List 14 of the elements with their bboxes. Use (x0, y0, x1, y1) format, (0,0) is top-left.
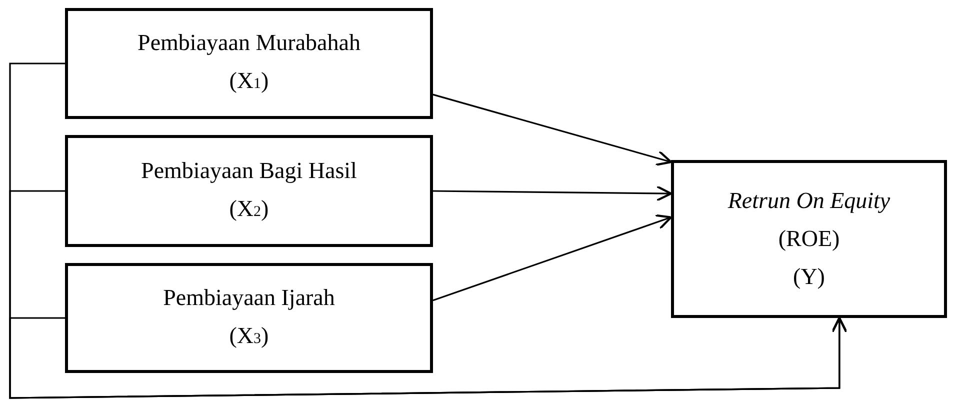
variable-box (671, 160, 947, 318)
variable-label: Retrun On Equity (728, 187, 890, 215)
variable-box (65, 135, 433, 247)
arrow (432, 94, 672, 166)
variable-label: Pembiayaan Ijarah (163, 284, 335, 312)
variable-box (65, 263, 433, 373)
variable-label: Pembiayaan Bagi Hasil (141, 156, 357, 185)
variable-box (65, 8, 433, 119)
variable-label: (Y) (793, 263, 825, 291)
arrow (433, 185, 672, 202)
variable-label: (ROE) (778, 225, 840, 253)
variable-label: Pembiayaan Murabahah (138, 29, 360, 57)
arrow (432, 214, 672, 302)
arrow (9, 316, 848, 399)
